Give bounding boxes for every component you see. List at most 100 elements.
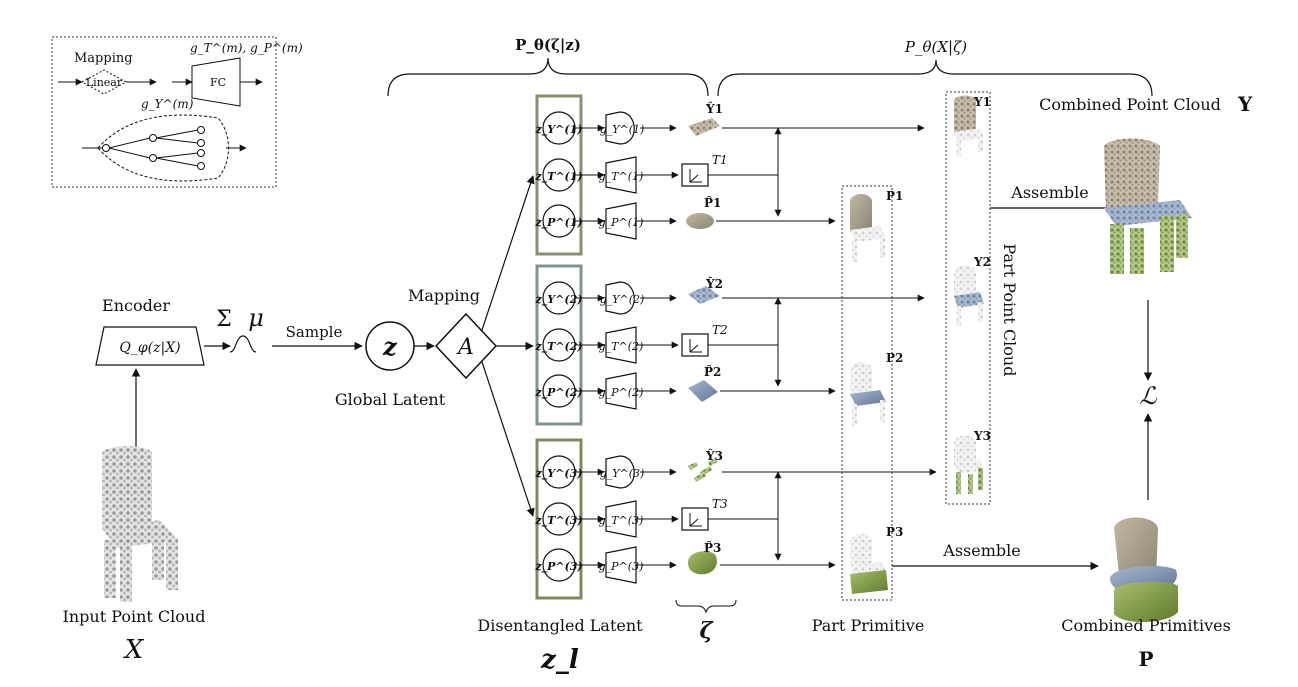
z-p-label: z_P^(3) — [534, 560, 582, 574]
part-primitive-chair-3 — [850, 534, 888, 594]
assemble-label-top: Assemble — [1010, 183, 1088, 202]
chair-back-highlight — [954, 95, 976, 134]
part-point-cloud-box — [945, 91, 991, 505]
zeta-symbol: ζ — [699, 618, 713, 644]
part-pc-shape — [688, 118, 720, 136]
mapping-diamond — [434, 312, 498, 380]
gaussian-curve — [229, 335, 257, 353]
legend-box: Mapping Linear FC g_T^(m), g_P^(m) g_Y^(… — [51, 36, 303, 188]
legend-linear-label: Linear — [86, 76, 123, 89]
g-p-fc-icon — [605, 546, 637, 584]
brace-decoder-path — [717, 59, 1153, 97]
mapping-symbol: A — [456, 335, 474, 360]
legend-node — [149, 154, 157, 162]
y-hat-label: Ŷ3 — [705, 448, 723, 463]
legend-network-shape — [97, 114, 229, 182]
g-p-label: g_P^(3) — [599, 560, 644, 573]
g-t-label: g_T^(2) — [599, 340, 644, 353]
zeta-brace — [675, 599, 737, 614]
part-point-cloud-thumb — [688, 286, 720, 304]
brace-decoder: P_θ(X|ζ) — [717, 38, 1153, 97]
chair-seat — [954, 128, 984, 142]
part-pc-shape — [708, 458, 718, 466]
p2-label: P2 — [886, 351, 903, 365]
part-pc-chair-1 — [954, 95, 984, 156]
assemble-label-bottom: Assemble — [942, 541, 1020, 560]
mapping-to-part1-arrow — [481, 175, 535, 331]
chair-leg-highlight — [968, 474, 973, 494]
global-latent-symbol: z — [382, 332, 398, 361]
chair-leg — [978, 136, 983, 152]
part-primitive-box — [841, 185, 893, 601]
chair-leg — [880, 400, 885, 422]
part-pc-chair-3 — [954, 435, 984, 494]
legend-linear-diamond — [80, 69, 128, 95]
part-row-2: z_Y^(2) z_T^(2) z_P^(2) g_Y^(2) g_T^(2) … — [534, 264, 925, 426]
part-pc-chair-2 — [954, 265, 984, 326]
primitive-shape — [688, 380, 718, 402]
disentangled-latent-symbol: z_l — [540, 645, 579, 675]
encoder-title: Encoder — [102, 296, 170, 315]
combined-chair-leg — [1160, 216, 1174, 272]
chair-leg — [880, 236, 885, 258]
transform-icon — [681, 333, 709, 357]
chair-seat — [850, 226, 886, 242]
encoder-trapezoid — [95, 326, 205, 366]
primitive-shape — [686, 213, 714, 229]
axis-icon — [689, 169, 702, 183]
p1-label: P1 — [886, 189, 903, 203]
axis-icon — [689, 339, 702, 353]
legend-node — [197, 162, 205, 170]
g-t-fc-icon — [605, 500, 637, 538]
input-chair-image — [102, 446, 178, 602]
chair-leg — [852, 404, 857, 426]
input-chair-back — [102, 446, 152, 530]
legend-edge — [155, 137, 199, 144]
input-point-cloud-label: Input Point Cloud — [63, 607, 206, 626]
z-y-label: z_Y^(2) — [535, 293, 583, 307]
chair-legs-highlight — [850, 570, 888, 594]
chair-leg — [978, 302, 983, 322]
combined-primitives-symbol: P — [1138, 647, 1153, 671]
combined-chair-leg — [1110, 224, 1124, 274]
chair-back — [954, 435, 976, 466]
sigma-symbol: Σ — [216, 307, 232, 332]
p-hat-label: P̂1 — [704, 195, 721, 210]
mapping-to-part3-arrow — [481, 361, 535, 517]
part-pc-shape — [688, 462, 698, 470]
combined-point-cloud: Combined Point Cloud Y — [1039, 92, 1253, 274]
legend-edge — [155, 157, 199, 167]
transform-label: T2 — [712, 323, 728, 337]
g-y-network-icon — [605, 111, 635, 145]
legend-node — [149, 134, 157, 142]
z-t-label: z_T^(2) — [534, 340, 582, 354]
brace-prior: P_θ(ζ|z) — [387, 36, 709, 97]
chair-leg — [956, 140, 961, 156]
g-y-label: g_Y^(2) — [600, 293, 645, 306]
legend-node — [102, 144, 110, 152]
g-p-label: g_P^(1) — [599, 216, 644, 229]
chair-leg — [956, 306, 961, 326]
combined-chair-leg — [1176, 214, 1188, 258]
z-t-label: z_T^(1) — [534, 170, 582, 184]
z-t-label: z_T^(3) — [534, 514, 582, 528]
axis-icon — [689, 513, 702, 527]
p-hat-label: P̂3 — [704, 540, 721, 555]
legend-edge — [108, 137, 151, 149]
legend-mapping-label: Mapping — [74, 51, 133, 66]
legend-edge — [155, 129, 199, 139]
legend-node — [197, 149, 205, 157]
y3-label: Y3 — [973, 429, 991, 443]
legend-border — [51, 36, 277, 188]
legend-node — [197, 139, 205, 147]
chair-back-highlight — [850, 194, 872, 232]
z-p-label: z_P^(1) — [534, 216, 582, 230]
part-primitive-column: P1 P2 P3 — [841, 185, 903, 601]
g-y-label: g_Y^(1) — [600, 123, 645, 136]
chair-back — [850, 362, 872, 398]
transform-label: T3 — [712, 497, 728, 511]
legend-fc-trapezoid — [191, 57, 241, 107]
chair-back — [850, 534, 872, 568]
encoder-function: Q_φ(z|X) — [119, 340, 180, 356]
g-y-network-icon — [605, 455, 635, 489]
